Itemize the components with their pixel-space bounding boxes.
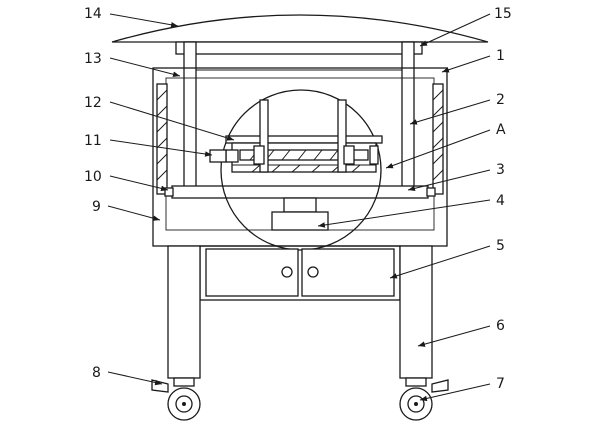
- callout-5: 5: [496, 238, 505, 254]
- side-wall-right: [432, 83, 444, 195]
- callout-13: 13: [84, 51, 102, 67]
- callout-2: 2: [496, 92, 505, 108]
- callout-12: 12: [84, 95, 102, 111]
- callout-15: 15: [494, 6, 512, 22]
- pedestal: [271, 197, 329, 231]
- top-beam: [175, 41, 423, 55]
- drawer-knob-left: [281, 266, 293, 278]
- detail-circle-a: [220, 89, 382, 251]
- callout-1: 1: [496, 48, 505, 64]
- callout-a: A: [496, 122, 506, 138]
- roof-canopy: [111, 14, 489, 43]
- callout-9: 9: [92, 199, 101, 215]
- callout-11: 11: [84, 133, 102, 149]
- caster-left: [151, 377, 201, 421]
- callout-6: 6: [496, 318, 505, 334]
- clamp-mechanism: [209, 99, 383, 173]
- callout-3: 3: [496, 162, 505, 178]
- drawer-left: [205, 248, 299, 297]
- legs: [167, 245, 433, 379]
- callout-14: 14: [84, 6, 102, 22]
- callout-4: 4: [496, 193, 505, 209]
- shelf-rail: [164, 185, 436, 199]
- callout-8: 8: [92, 365, 101, 381]
- side-wall-left: [156, 83, 168, 195]
- drawer-cabinet: [199, 245, 401, 301]
- callout-7: 7: [496, 376, 505, 392]
- drawer-knob-right: [307, 266, 319, 278]
- callout-10: 10: [84, 169, 102, 185]
- leader-lines: [107, 13, 491, 402]
- callout-labels: 14 15 13 1 12 2 11 A 10 3 9 4 5 6 8 7: [84, 6, 512, 392]
